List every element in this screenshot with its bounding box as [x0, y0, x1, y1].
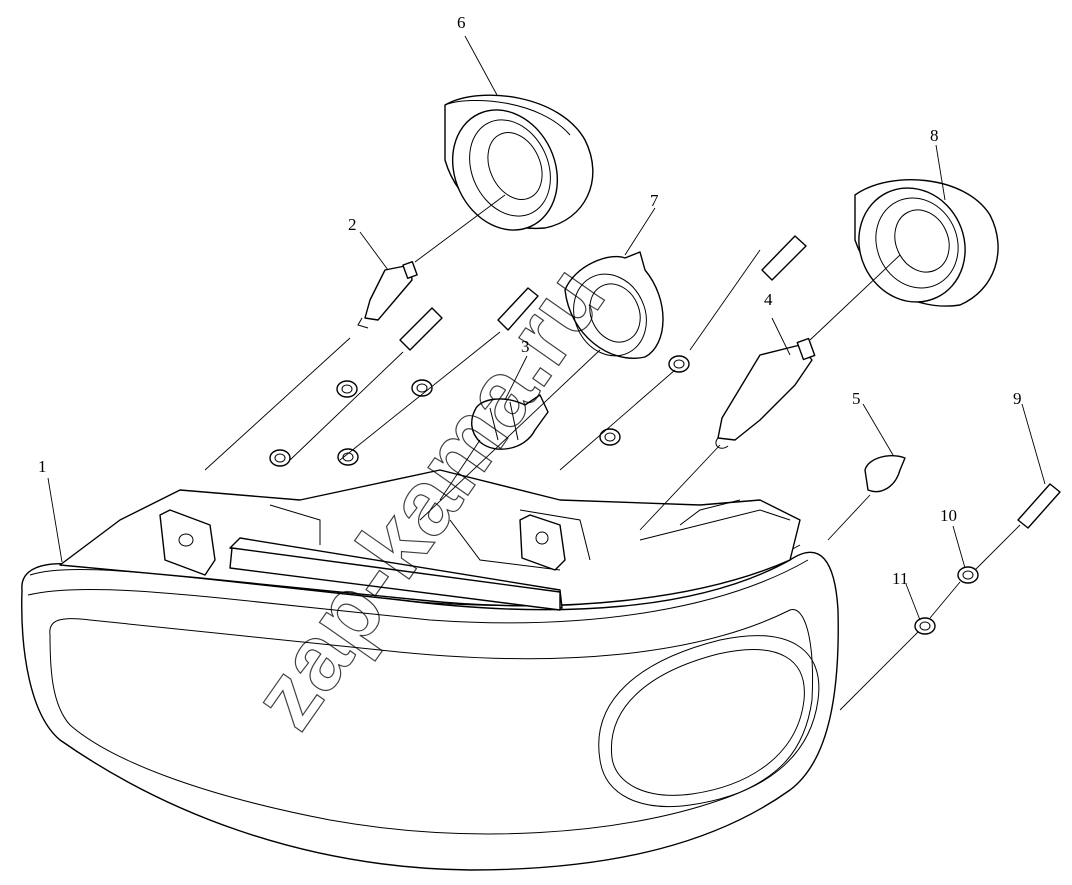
- callout-10: 10: [940, 506, 957, 525]
- callout-5: 5: [852, 389, 861, 408]
- bulb-4: [715, 337, 816, 449]
- callout-9: 9: [1013, 389, 1022, 408]
- callout-1: 1: [38, 457, 47, 476]
- reflector-ring-8: [854, 179, 999, 307]
- reflector-ring-6: [444, 94, 594, 231]
- callout-2: 2: [348, 215, 357, 234]
- bulb-cover-7: [564, 251, 664, 359]
- washers: [269, 355, 979, 635]
- callout-7: 7: [650, 191, 659, 210]
- headlamp-housing: [21, 469, 839, 871]
- bulb-2: [357, 261, 418, 329]
- socket-3: [471, 394, 549, 450]
- bolts: [399, 235, 1061, 529]
- callout-11: 11: [892, 569, 908, 588]
- leader-lines: [47, 35, 1046, 711]
- callout-6: 6: [457, 13, 466, 32]
- callout-4: 4: [764, 290, 773, 309]
- callout-8: 8: [930, 126, 939, 145]
- callout-labels: 1 2 3 4 5 6 7 8 9 10 11: [38, 13, 1022, 588]
- callout-3: 3: [521, 337, 530, 356]
- bulb-5: [864, 454, 906, 493]
